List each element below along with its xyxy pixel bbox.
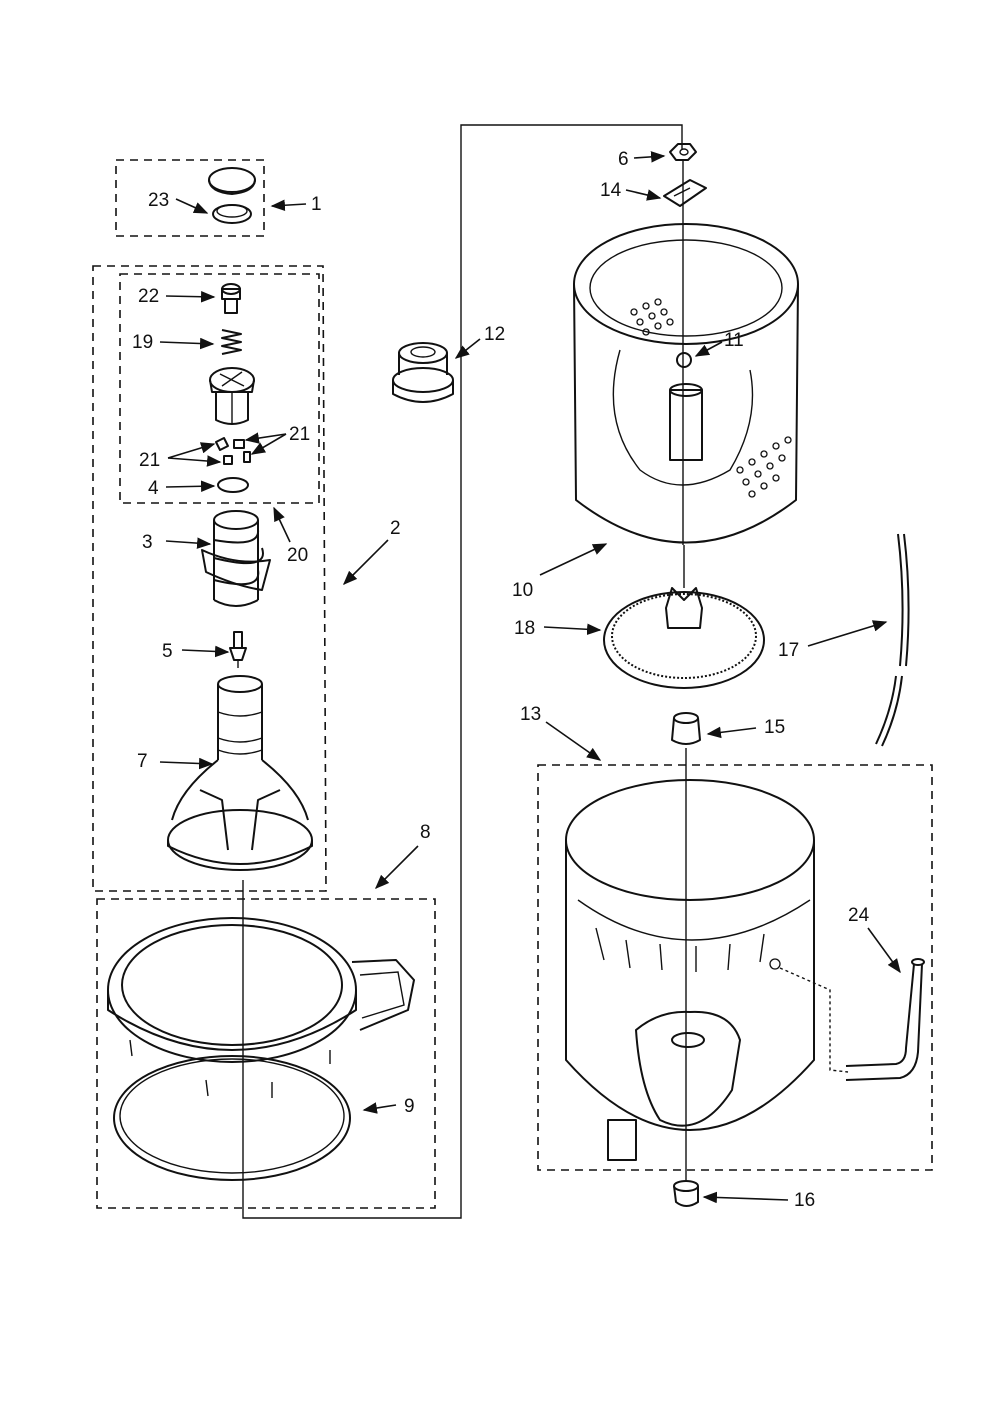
callout-21-right: 21 bbox=[289, 424, 310, 445]
part-10-basket bbox=[573, 223, 799, 544]
part-ring-23 bbox=[212, 204, 252, 224]
basket-perforations bbox=[630, 298, 792, 498]
callout-17: 17 bbox=[778, 640, 799, 661]
part-cam bbox=[209, 367, 255, 425]
callout-16: 16 bbox=[794, 1190, 815, 1211]
callout-20: 20 bbox=[287, 545, 308, 566]
part-24-hose bbox=[779, 958, 925, 1081]
part-22-fastener bbox=[221, 283, 241, 314]
group-box-2 bbox=[92, 265, 327, 892]
callout-22: 22 bbox=[138, 286, 159, 307]
part-16-plug bbox=[673, 1180, 699, 1207]
callout-18: 18 bbox=[514, 618, 535, 639]
callout-3: 3 bbox=[142, 532, 153, 553]
part-14-clip bbox=[663, 179, 707, 207]
callout-9: 9 bbox=[404, 1096, 415, 1117]
part-13-tub bbox=[565, 779, 815, 1161]
part-5-pin bbox=[229, 631, 247, 668]
callout-11: 11 bbox=[724, 330, 744, 351]
part-9-seal bbox=[113, 1055, 351, 1181]
callout-12: 12 bbox=[484, 324, 505, 345]
part-8-tub-ring bbox=[107, 917, 415, 1098]
part-21-dogs bbox=[215, 437, 251, 465]
callout-24: 24 bbox=[848, 905, 870, 926]
group-box-1 bbox=[115, 159, 265, 237]
callout-14: 14 bbox=[600, 180, 622, 201]
callout-10: 10 bbox=[512, 580, 533, 601]
leader-lines bbox=[159, 151, 901, 1204]
part-15-coupling bbox=[671, 712, 701, 745]
group-box-20 bbox=[119, 273, 320, 504]
assembly-connector-line bbox=[242, 124, 683, 1219]
part-3-auger bbox=[201, 510, 271, 607]
part-6-nut bbox=[669, 143, 697, 161]
callout-1: 1 bbox=[311, 194, 322, 215]
part-4-washer bbox=[217, 477, 249, 493]
group-box-13 bbox=[537, 764, 933, 1171]
part-7-agitator bbox=[167, 675, 313, 871]
part-12-bearing bbox=[392, 342, 454, 403]
callout-23: 23 bbox=[148, 190, 169, 211]
part-18-gear bbox=[603, 545, 765, 689]
callout-6: 6 bbox=[618, 149, 629, 170]
callout-15: 15 bbox=[764, 717, 785, 738]
callout-5: 5 bbox=[162, 641, 173, 662]
group-box-8 bbox=[96, 898, 436, 1209]
callout-19: 19 bbox=[132, 332, 153, 353]
part-cap bbox=[208, 167, 256, 195]
callout-13: 13 bbox=[520, 704, 541, 725]
callout-21-left: 21 bbox=[139, 450, 160, 471]
callout-8: 8 bbox=[420, 822, 431, 843]
callout-7: 7 bbox=[137, 751, 148, 772]
callout-2: 2 bbox=[390, 518, 401, 539]
part-17-hose bbox=[875, 533, 910, 747]
callout-4: 4 bbox=[148, 478, 159, 499]
part-19-spring bbox=[221, 329, 242, 355]
